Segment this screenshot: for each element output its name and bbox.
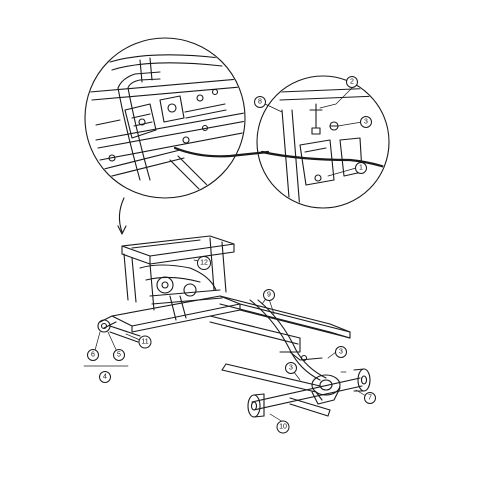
callout-4-label: 4 bbox=[103, 374, 107, 381]
callout-11-label: 11 bbox=[141, 339, 148, 346]
callout-3-axle: 3 bbox=[285, 362, 297, 374]
main-frame-assembly bbox=[97, 235, 351, 381]
callout-5: 5 bbox=[113, 349, 125, 361]
callout-6-label: 6 bbox=[91, 352, 95, 359]
callout-7-label: 7 bbox=[368, 395, 372, 402]
callout-12-label: 12 bbox=[200, 260, 208, 267]
callout-5-label: 5 bbox=[117, 352, 121, 359]
callout-1: 1 bbox=[355, 162, 367, 174]
callout-2: 2 bbox=[346, 76, 358, 88]
callout-10-label: 10 bbox=[279, 424, 287, 431]
connecting-cable bbox=[173, 146, 270, 158]
callout-9: 9 bbox=[263, 289, 275, 301]
detail-view-bracket bbox=[256, 75, 390, 209]
rear-axle-assembly bbox=[221, 363, 371, 418]
callout-10: 10 bbox=[276, 420, 290, 434]
detail-pointer-arrow bbox=[117, 197, 127, 235]
callout-7: 7 bbox=[364, 392, 376, 404]
callout-12: 12 bbox=[197, 256, 211, 270]
callout-3-main-label: 3 bbox=[339, 349, 343, 356]
callout-4: 4 bbox=[99, 371, 111, 383]
callout-3-axle-label: 3 bbox=[289, 365, 293, 372]
callout-6: 6 bbox=[87, 349, 99, 361]
callout-8-label: 8 bbox=[258, 99, 262, 106]
callout-3-detail-label: 3 bbox=[364, 119, 368, 126]
detail-view-frame bbox=[84, 37, 246, 199]
callout-1-label: 1 bbox=[359, 165, 363, 172]
callout-11: 11 bbox=[138, 335, 152, 349]
callout-8: 8 bbox=[254, 96, 266, 108]
callout-2-label: 2 bbox=[350, 79, 354, 86]
callout-3-detail: 3 bbox=[360, 116, 372, 128]
callout-9-label: 9 bbox=[267, 292, 271, 299]
callout-3-main: 3 bbox=[335, 346, 347, 358]
